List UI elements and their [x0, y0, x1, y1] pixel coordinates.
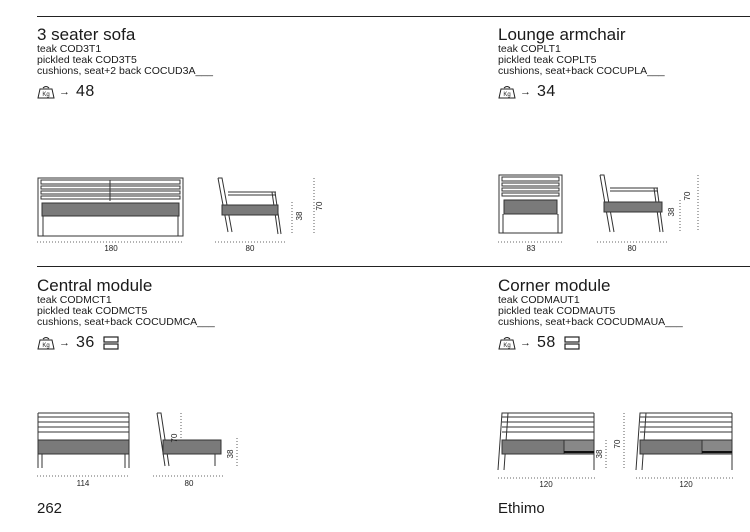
dim-width: 180 [104, 244, 118, 253]
dim-depth: 80 [185, 479, 194, 488]
weight-value: 36 [76, 334, 95, 351]
dim-width: 120 [539, 480, 553, 489]
weight-row: Kg → 36 [37, 334, 215, 352]
dim-width: 83 [527, 244, 536, 253]
dim-seat-height: 38 [226, 449, 235, 458]
code-pickled-teak: pickled teak CODMAUT5 [498, 305, 616, 317]
weight-icon: Kg [498, 86, 516, 99]
middle-divider [37, 266, 750, 267]
page-number: 262 [37, 500, 63, 517]
arrow-icon: → [59, 337, 70, 349]
code-teak: teak COPLT1 [498, 43, 561, 55]
weight-value: 48 [76, 83, 95, 100]
central-module-front-drawing: 114 [37, 412, 130, 488]
brand-name: Ethimo [498, 500, 545, 517]
weight-row: Kg → 58 [498, 334, 683, 352]
svg-text:Kg: Kg [503, 92, 510, 98]
code-cushions: cushions, seat+2 back COCUD3A___ [37, 65, 213, 77]
product-title: Corner module [498, 276, 611, 295]
svg-text:Kg: Kg [42, 92, 49, 98]
dim-seat-height: 38 [295, 211, 304, 220]
code-pickled-teak: pickled teak COD3T5 [37, 54, 137, 66]
dim-height: 70 [613, 439, 622, 448]
weight-value: 58 [537, 334, 556, 351]
corner-module-drawing-left: 120 38 [497, 412, 607, 489]
svg-text:Kg: Kg [503, 343, 510, 349]
product-3-seater-sofa: 3 seater sofa teak COD3T1 pickled teak C… [37, 26, 213, 101]
dim-depth: 80 [628, 244, 637, 253]
weight-icon: Kg [37, 337, 55, 350]
arrow-icon: → [520, 86, 531, 98]
weight-icon: Kg [498, 337, 516, 350]
weight-row: Kg → 34 [498, 83, 665, 101]
sofa-side-drawing: 80 38 70 [215, 177, 324, 253]
code-cushions: cushions, seat+back COCUDMCA___ [37, 316, 215, 328]
dim-width: 114 [77, 479, 90, 488]
dim-height: 70 [315, 201, 324, 210]
stackable-icon [564, 336, 580, 350]
code-pickled-teak: pickled teak COPLT5 [498, 54, 597, 66]
product-title: 3 seater sofa [37, 25, 136, 44]
product-title: Central module [37, 276, 153, 295]
code-teak: teak CODMCT1 [37, 294, 112, 306]
code-cushions: cushions, seat+back COCUPLA___ [498, 65, 665, 77]
weight-icon: Kg [37, 86, 55, 99]
armchair-side-drawing: 80 38 70 [597, 174, 699, 253]
armchair-front-drawing: 83 [498, 174, 563, 253]
dim-height: 70 [683, 191, 692, 200]
corner-module-drawing-right: 70 120 [613, 412, 733, 489]
weight-value: 34 [537, 83, 556, 100]
weight-row: Kg → 48 [37, 83, 213, 101]
top-divider [37, 16, 750, 17]
dim-seat-height: 38 [595, 449, 604, 458]
svg-text:Kg: Kg [42, 343, 49, 349]
central-module-side-drawing: 80 70 38 [153, 412, 238, 488]
product-corner-module: Corner module teak CODMAUT1 pickled teak… [498, 277, 683, 352]
code-teak: teak COD3T1 [37, 43, 102, 55]
dim-width: 120 [679, 480, 693, 489]
product-title: Lounge armchair [498, 25, 626, 44]
code-cushions: cushions, seat+back COCUDMAUA___ [498, 316, 683, 328]
product-lounge-armchair: Lounge armchair teak COPLT1 pickled teak… [498, 26, 665, 101]
arrow-icon: → [59, 86, 70, 98]
dim-height: 70 [170, 433, 179, 442]
dim-seat-height: 38 [667, 207, 676, 216]
sofa-front-drawing: 180 [37, 177, 184, 253]
arrow-icon: → [520, 337, 531, 349]
stackable-icon [103, 336, 119, 350]
code-teak: teak CODMAUT1 [498, 294, 580, 306]
code-pickled-teak: pickled teak CODMCT5 [37, 305, 148, 317]
product-central-module: Central module teak CODMCT1 pickled teak… [37, 277, 215, 352]
dim-depth: 80 [246, 244, 255, 253]
